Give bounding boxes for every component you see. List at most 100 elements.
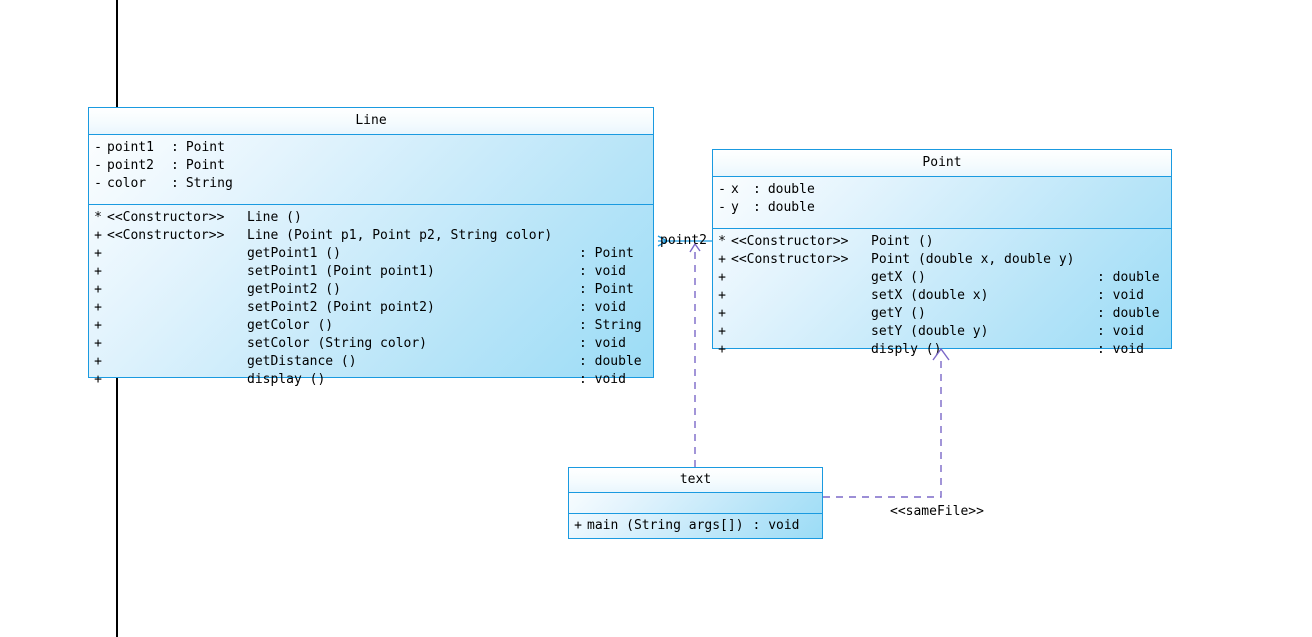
method-stereotype: <<Constructor>> (107, 228, 225, 243)
method-row: + setColor (String color) : void (89, 335, 653, 353)
edge-label-point2: point2 (660, 233, 707, 248)
attribute-row: - color : String (89, 175, 653, 193)
method-signature: setX (double x) (871, 288, 989, 303)
attribute-type: double (767, 182, 815, 197)
methods-section-line: * <<Constructor>> Line () + <<Constructo… (89, 205, 653, 394)
visibility-marker: + (94, 300, 102, 315)
attribute-separator: : (753, 182, 761, 197)
edge-text-line-dependency (689, 242, 701, 467)
method-row: + setY (double y) : void (713, 323, 1171, 341)
method-return: : void (579, 372, 626, 387)
attribute-row: - x : double (713, 181, 1171, 199)
visibility-marker: + (94, 282, 102, 297)
attribute-row: - point2 : Point (89, 157, 653, 175)
attribute-name: color (107, 176, 147, 191)
method-row: + getDistance () : double (89, 353, 653, 371)
method-stereotype: <<Constructor>> (731, 252, 849, 267)
methods-section-point: * <<Constructor>> Point () + <<Construct… (713, 229, 1171, 364)
attribute-separator: : (171, 158, 179, 173)
method-row: + main (String args[]) : void (569, 517, 822, 535)
attribute-type: String (185, 176, 233, 191)
visibility-marker: + (718, 324, 726, 339)
attributes-section-point: - x : double - y : double (713, 177, 1171, 229)
class-name-point: Point (713, 150, 1171, 177)
visibility-marker: + (718, 288, 726, 303)
attributes-section-line: - point1 : Point - point2 : Point - colo… (89, 135, 653, 205)
visibility-marker: + (94, 354, 102, 369)
attribute-name: x (731, 182, 739, 197)
visibility-marker: + (718, 252, 726, 267)
method-signature: Point () (871, 234, 934, 249)
method-stereotype: <<Constructor>> (731, 234, 849, 249)
attribute-name: point1 (107, 140, 154, 155)
method-row: + getPoint1 () : Point (89, 245, 653, 263)
visibility-marker: - (718, 200, 726, 215)
visibility-marker: + (718, 306, 726, 321)
method-return: : double (1097, 270, 1160, 285)
visibility-marker: + (718, 342, 726, 357)
method-return: : void (579, 300, 626, 315)
visibility-marker: - (94, 140, 102, 155)
method-row: + <<Constructor>> Point (double x, doubl… (713, 251, 1171, 269)
attribute-separator: : (753, 200, 761, 215)
method-signature: Line (Point p1, Point p2, String color) (247, 228, 553, 243)
method-row: * <<Constructor>> Line () (89, 209, 653, 227)
edge-text-point-dependency (823, 347, 950, 498)
method-signature: setPoint2 (Point point2) (247, 300, 435, 315)
method-return: : void (1097, 324, 1144, 339)
method-signature: getX () (871, 270, 926, 285)
method-signature: disply () (871, 342, 942, 357)
visibility-marker: - (94, 158, 102, 173)
method-row: + setPoint1 (Point point1) : void (89, 263, 653, 281)
method-signature: setY (double y) (871, 324, 989, 339)
attributes-section-text (569, 493, 822, 514)
method-signature: getPoint2 () (247, 282, 341, 297)
method-return: : void (579, 264, 626, 279)
method-signature: getY () (871, 306, 926, 321)
method-row: + getPoint2 () : Point (89, 281, 653, 299)
attribute-name: y (731, 200, 739, 215)
visibility-marker: + (94, 246, 102, 261)
attribute-name: point2 (107, 158, 154, 173)
method-return: : Point (579, 282, 634, 297)
class-box-point[interactable]: Point - x : double - y : double * <<Cons… (712, 149, 1172, 357)
visibility-marker: + (94, 228, 102, 243)
method-row: + getY () : double (713, 305, 1171, 323)
visibility-marker: * (94, 210, 102, 225)
edge-label-samefile: <<sameFile>> (890, 504, 984, 519)
visibility-marker: - (718, 182, 726, 197)
class-name-line: Line (89, 108, 653, 135)
method-return: : void (1097, 288, 1144, 303)
attribute-separator: : (171, 176, 179, 191)
methods-section-text: + main (String args[]) : void (569, 514, 822, 540)
method-row: + display () : void (89, 371, 653, 389)
attribute-type: double (767, 200, 815, 215)
visibility-marker: - (94, 176, 102, 191)
method-return: : Point (579, 246, 634, 261)
method-signature: setColor (String color) (247, 336, 428, 351)
method-signature: setPoint1 (Point point1) (247, 264, 435, 279)
method-signature: getPoint1 () (247, 246, 341, 261)
method-signature: Point (double x, double y) (871, 252, 1075, 267)
visibility-marker: * (718, 234, 726, 249)
visibility-marker: + (94, 372, 102, 387)
method-signature: getDistance () (247, 354, 357, 369)
visibility-marker: + (94, 264, 102, 279)
class-name-text: text (569, 468, 822, 493)
method-row: + setX (double x) : void (713, 287, 1171, 305)
class-box-line[interactable]: Line - point1 : Point - point2 : Point -… (88, 107, 654, 387)
visibility-marker: + (94, 336, 102, 351)
method-return: : double (1097, 306, 1160, 321)
class-box-text[interactable]: text + main (String args[]) : void (568, 467, 823, 539)
visibility-marker: + (94, 318, 102, 333)
method-return: : String (579, 318, 642, 333)
method-row: + setPoint2 (Point point2) : void (89, 299, 653, 317)
method-row: + <<Constructor>> Line (Point p1, Point … (89, 227, 653, 245)
method-row: + getColor () : String (89, 317, 653, 335)
attribute-row: - point1 : Point (89, 139, 653, 157)
method-return: : double (579, 354, 642, 369)
method-signature: display () (247, 372, 326, 387)
method-signature: Line () (247, 210, 302, 225)
method-row: + getX () : double (713, 269, 1171, 287)
